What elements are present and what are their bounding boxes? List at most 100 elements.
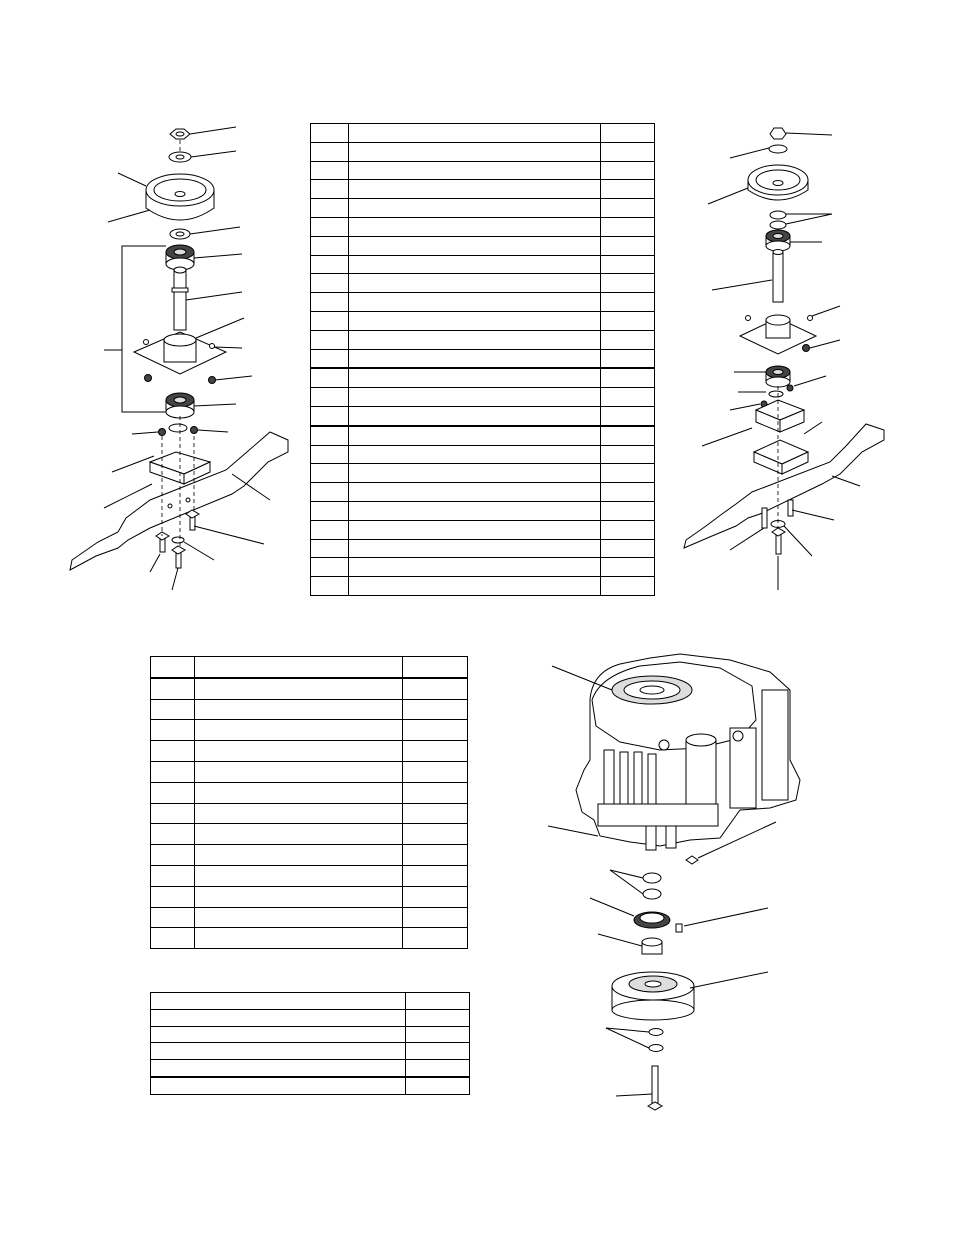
table-row xyxy=(150,760,468,783)
engine xyxy=(547,653,801,851)
table-row xyxy=(310,482,655,502)
table-row xyxy=(310,519,655,540)
table-cell xyxy=(149,1025,407,1044)
table-cell xyxy=(347,425,602,446)
table-cell xyxy=(193,781,404,804)
clutch-bushing xyxy=(597,933,663,955)
left-bearing-bottom xyxy=(165,392,237,419)
right-nut xyxy=(769,127,833,140)
table-cell xyxy=(150,802,195,825)
table-cell xyxy=(193,885,404,908)
table-cell xyxy=(150,864,195,887)
left-blade xyxy=(69,431,289,571)
table-cell xyxy=(193,740,404,762)
table-cell xyxy=(193,927,404,950)
table-cell xyxy=(347,387,602,407)
table-cell xyxy=(150,906,195,929)
table-cell xyxy=(405,1008,470,1027)
table-cell xyxy=(149,1076,407,1095)
table-cell xyxy=(402,698,468,721)
table-cell xyxy=(310,463,349,484)
clutch-key xyxy=(675,907,769,933)
table-cell xyxy=(149,1008,407,1027)
table-cell xyxy=(347,482,602,502)
table-cell xyxy=(600,198,655,218)
table-row xyxy=(149,1025,470,1044)
small-parts-table xyxy=(149,992,470,1095)
table-cell xyxy=(347,310,602,331)
table-row xyxy=(310,405,655,427)
table-cell xyxy=(600,235,655,256)
table-row xyxy=(150,802,468,825)
table-cell xyxy=(402,802,468,825)
clutch-spacers xyxy=(609,869,662,900)
table-cell xyxy=(150,927,195,950)
table-cell xyxy=(150,719,195,742)
table-cell xyxy=(347,576,602,596)
table-cell xyxy=(402,823,468,846)
table-row xyxy=(150,823,468,846)
table-cell xyxy=(347,557,602,578)
table-row xyxy=(310,160,655,181)
table-row xyxy=(310,500,655,521)
table-cell xyxy=(600,216,655,237)
engine-nut xyxy=(685,821,777,865)
table-row xyxy=(150,655,468,679)
table-row xyxy=(149,1076,470,1095)
table-cell xyxy=(600,405,655,427)
table-cell xyxy=(149,1059,407,1079)
table-cell xyxy=(310,198,349,218)
table-cell xyxy=(600,179,655,200)
table-cell xyxy=(347,405,602,427)
table-cell xyxy=(150,677,195,700)
table-cell xyxy=(149,992,407,1010)
table-row xyxy=(149,992,470,1010)
table-cell xyxy=(150,844,195,866)
table-cell xyxy=(310,179,349,200)
table-row xyxy=(310,444,655,465)
table-cell xyxy=(600,576,655,596)
table-cell xyxy=(310,482,349,502)
table-cell xyxy=(150,698,195,721)
table-row xyxy=(310,329,655,350)
table-cell xyxy=(402,927,468,950)
table-cell xyxy=(310,425,349,446)
table-cell xyxy=(193,906,404,929)
right-bearing-top xyxy=(765,229,822,252)
table-cell xyxy=(402,740,468,762)
table-row xyxy=(310,198,655,218)
table-row xyxy=(310,123,655,143)
left-washer-bottom xyxy=(131,423,229,436)
right-washer-top xyxy=(729,144,788,159)
table-cell xyxy=(150,823,195,846)
table-cell xyxy=(310,519,349,540)
table-cell xyxy=(600,387,655,407)
table-row xyxy=(310,179,655,200)
table-cell xyxy=(402,885,468,908)
table-cell xyxy=(310,329,349,350)
table-row xyxy=(310,141,655,162)
table-cell xyxy=(347,519,602,540)
table-cell xyxy=(405,1059,470,1079)
left-nut xyxy=(169,126,237,140)
table-cell xyxy=(600,273,655,294)
right-spindle-housing xyxy=(738,305,841,355)
table-cell xyxy=(193,655,404,679)
table-cell xyxy=(347,254,602,275)
table-row xyxy=(310,310,655,331)
table-cell xyxy=(310,273,349,294)
clutch-washer xyxy=(589,897,671,929)
table-cell xyxy=(402,655,468,679)
table-row xyxy=(310,216,655,237)
table-cell xyxy=(310,292,349,312)
left-spacer xyxy=(169,226,241,240)
table-cell xyxy=(150,740,195,762)
table-row xyxy=(149,1059,470,1079)
table-cell xyxy=(310,123,349,143)
left-pulley xyxy=(107,172,215,223)
table-cell xyxy=(347,348,602,370)
table-row xyxy=(150,677,468,700)
table-cell xyxy=(600,141,655,162)
right-blade-bolt xyxy=(729,499,835,590)
table-cell xyxy=(600,519,655,540)
